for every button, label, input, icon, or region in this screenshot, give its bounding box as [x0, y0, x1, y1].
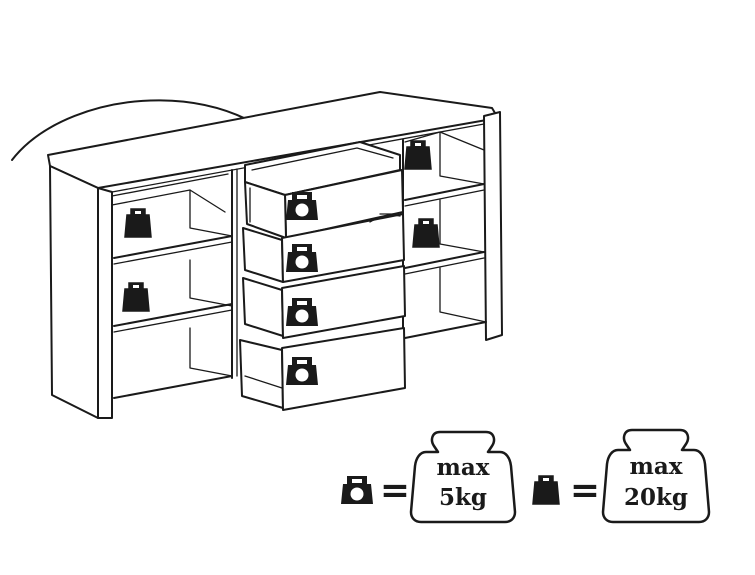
heavy-label-line1: max: [630, 453, 683, 480]
light-label-line2: 5kg: [439, 484, 487, 511]
solid-weight-icon: [404, 140, 432, 170]
legend-heavy: = max 20kg: [532, 428, 711, 524]
drawer-4: [239, 327, 406, 411]
heavy-label-line2: 20kg: [624, 484, 688, 511]
right-side-panel: [483, 111, 503, 341]
light-label-line1: max: [437, 454, 490, 481]
left-side-panel: [49, 165, 113, 419]
hollow-weight-icon: [341, 476, 373, 504]
weight-max-5kg-icon: [409, 430, 517, 524]
equals-sign: =: [380, 470, 410, 511]
left-compartment: [111, 168, 238, 399]
equals-sign: =: [570, 470, 600, 511]
legend-light: = max 5kg: [341, 430, 517, 524]
solid-weight-icon: [532, 475, 560, 505]
solid-weight-icon: [124, 208, 152, 238]
solid-weight-icon: [412, 218, 440, 248]
drawer-1: [244, 141, 404, 239]
weight-max-20kg-icon: [601, 428, 711, 524]
solid-weight-icon: [122, 282, 150, 312]
